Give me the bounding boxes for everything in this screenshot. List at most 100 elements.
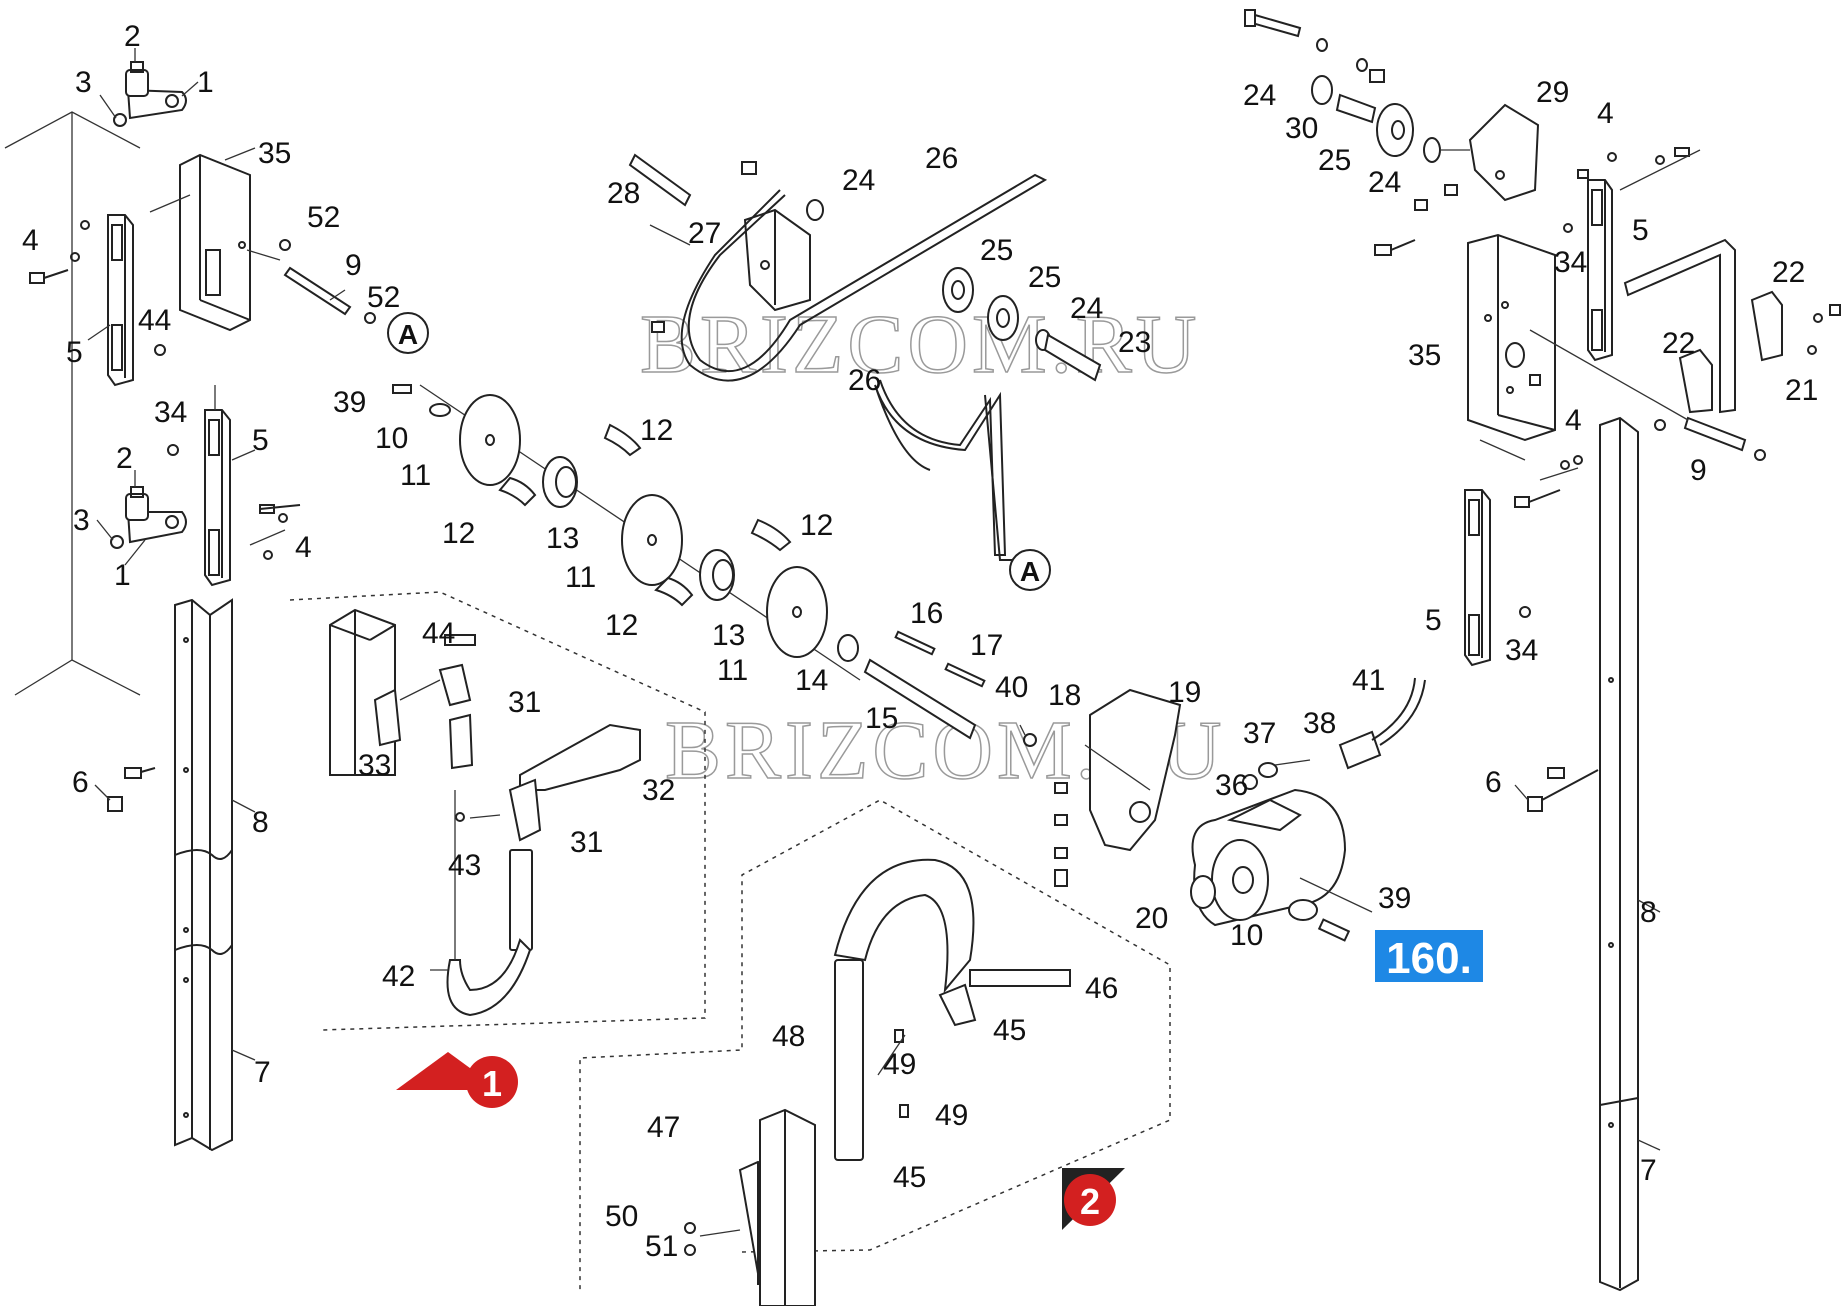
- right-bracket-5-lower: [1464, 439, 1583, 667]
- detail-1-parts: [329, 608, 641, 1017]
- part-label: 24: [1243, 79, 1276, 112]
- part-label: 39: [1378, 882, 1411, 915]
- part-label: 2: [116, 442, 133, 475]
- svg-text:160.: 160.: [1386, 934, 1472, 983]
- part-label: 12: [605, 609, 638, 642]
- part-label: 44: [422, 617, 455, 650]
- part-label: 28: [607, 177, 640, 210]
- part-label: 11: [565, 561, 596, 594]
- part-label: 49: [935, 1099, 968, 1132]
- part-label: 29: [1536, 76, 1569, 109]
- nut-6-left: [94, 767, 156, 812]
- part-label: 46: [1085, 972, 1118, 1005]
- part-label: 15: [865, 702, 898, 735]
- part-label: 26: [925, 142, 958, 175]
- pin-9-right: [1529, 329, 1766, 461]
- part-label: 11: [400, 459, 431, 492]
- part-label: 25: [1318, 144, 1351, 177]
- part-label: 4: [22, 224, 39, 257]
- part-label: 4: [1565, 404, 1582, 437]
- part-label: 33: [358, 749, 391, 782]
- part-labels: 2 3 1 35 4 52 9 52 44 5 34 5 2 3 4 1 6 8…: [22, 20, 1818, 1263]
- detail-callout-1: 1: [396, 1052, 518, 1108]
- part-label: 43: [448, 849, 481, 882]
- part-label: 52: [307, 201, 340, 234]
- part-label: 1: [114, 559, 131, 592]
- part-label: 5: [1632, 214, 1649, 247]
- left-wall-outline: [4, 111, 141, 696]
- part-label: 47: [647, 1111, 680, 1144]
- part-label: 4: [295, 531, 312, 564]
- part-label: 3: [75, 66, 92, 99]
- detail-1-frame: [289, 591, 706, 1031]
- part-label: 42: [382, 960, 415, 993]
- part-label: 41: [1352, 664, 1385, 697]
- part-label: 21: [1785, 374, 1818, 407]
- detail-2-frame: [579, 799, 1171, 1290]
- part-label: 44: [138, 304, 171, 337]
- part-label: 1: [197, 66, 214, 99]
- lower-left-bracket-assembly: [96, 470, 187, 566]
- right-strap: [1623, 238, 1841, 414]
- right-bracket-5-upper: [1563, 147, 1701, 362]
- detail-2-parts: [684, 858, 1071, 1307]
- part-label: 13: [546, 522, 579, 555]
- svg-text:2: 2: [1080, 1181, 1100, 1222]
- part-label: 49: [883, 1048, 916, 1081]
- part-label: 10: [1230, 919, 1263, 952]
- part-label: 22: [1772, 256, 1805, 289]
- part-label: 24: [1070, 292, 1103, 325]
- part-label: 10: [375, 422, 408, 455]
- part-label: 12: [800, 509, 833, 542]
- part-label: 24: [1368, 166, 1401, 199]
- belt-and-bracket-assembly: [628, 153, 1102, 561]
- part-label: 8: [1640, 896, 1657, 929]
- part-label: 5: [66, 336, 83, 369]
- part-label: 31: [570, 826, 603, 859]
- part-label: 18: [1048, 679, 1081, 712]
- svg-text:A: A: [398, 319, 418, 350]
- reference-circle-a-center: A: [1009, 549, 1051, 591]
- part-label: 5: [1425, 604, 1442, 637]
- part-label: 8: [252, 806, 269, 839]
- part-label: 20: [1135, 902, 1168, 935]
- part-label: 6: [1485, 766, 1502, 799]
- part-label: 40: [995, 671, 1028, 704]
- part-label: 6: [72, 766, 89, 799]
- part-label: 52: [367, 281, 400, 314]
- part-label: 27: [688, 217, 721, 250]
- left-rail-8-7: [174, 598, 256, 1152]
- nut-6-right: [1514, 767, 1599, 812]
- part-label: 16: [910, 597, 943, 630]
- detail-callout-2: 2: [1062, 1168, 1125, 1230]
- part-label: 34: [1554, 246, 1587, 279]
- part-label: 14: [795, 664, 828, 697]
- pin-9-with-clips: [246, 239, 376, 324]
- top-right-roller-assembly: [1244, 9, 1540, 256]
- reference-circle-a-left: A: [387, 312, 429, 354]
- part-label: 7: [254, 1056, 271, 1089]
- part-label: 25: [980, 234, 1013, 267]
- part-label: 35: [1408, 339, 1441, 372]
- part-label: 4: [1597, 97, 1614, 130]
- pulley-shaft-assembly: [392, 384, 1037, 747]
- left-column-bracket-35: [149, 147, 256, 332]
- part-label: 50: [605, 1200, 638, 1233]
- part-label: 9: [345, 249, 362, 282]
- right-column-bracket-35: [1467, 233, 1556, 442]
- part-label: 24: [842, 164, 875, 197]
- part-label: 3: [73, 504, 90, 537]
- left-bracket-5-lower: [167, 385, 256, 587]
- part-label: 34: [154, 396, 187, 429]
- watermark-top: BRIZCOM.RU: [640, 298, 1200, 391]
- screw-set-4-left: [29, 220, 301, 560]
- part-label: 17: [970, 629, 1003, 662]
- part-label: 34: [1505, 634, 1538, 667]
- part-label: 35: [258, 137, 291, 170]
- part-label: 2: [124, 20, 141, 53]
- part-label: 11: [717, 654, 748, 687]
- part-label: 31: [508, 686, 541, 719]
- right-rail-8-7: [1599, 416, 1661, 1292]
